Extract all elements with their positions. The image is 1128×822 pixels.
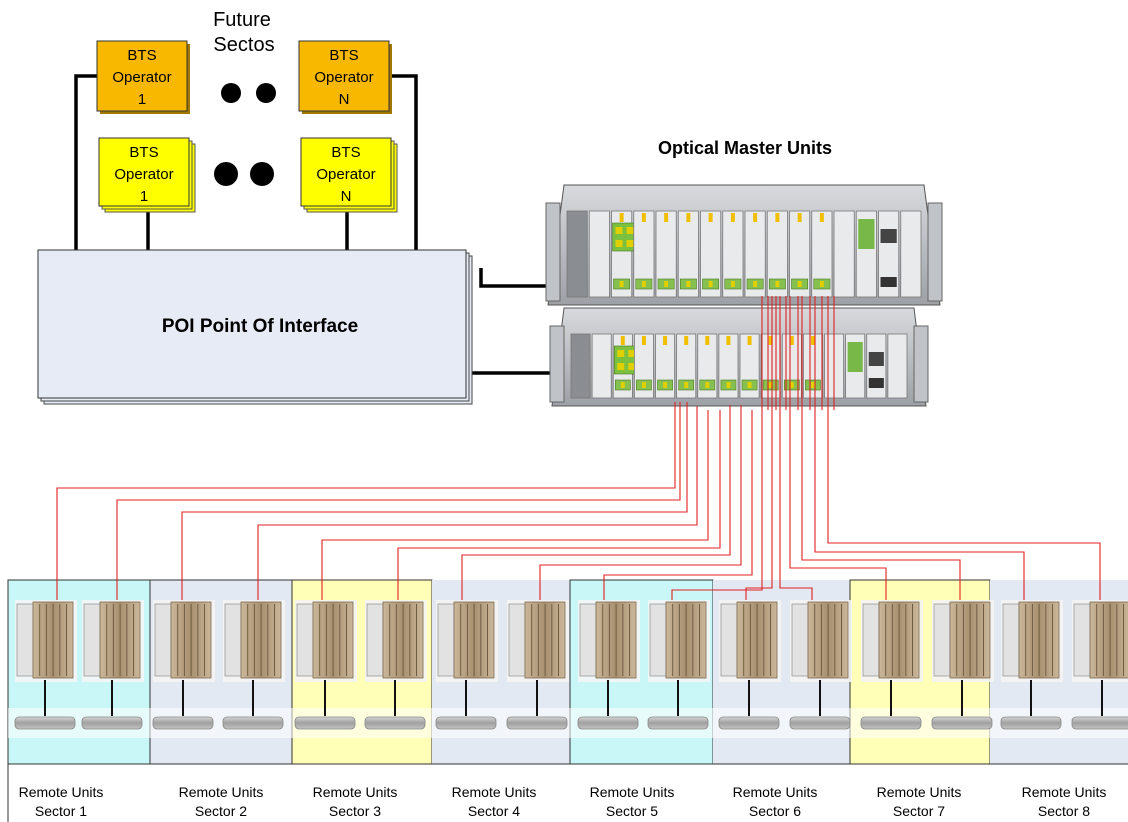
- sector-label-line2: Sector 2: [195, 803, 247, 819]
- sector-label-line1: Remote Units: [733, 784, 818, 800]
- sector-label-line1: Remote Units: [877, 784, 962, 800]
- antenna: [789, 716, 851, 730]
- sector-label-line1: Remote Units: [313, 784, 398, 800]
- remote-unit: [507, 600, 569, 716]
- bts-future-n-label: BTS Operator N: [314, 47, 373, 108]
- poi-label: POI Point Of Interface: [162, 316, 358, 337]
- fiber-line: [257, 406, 698, 600]
- bts-future-1-label: BTS Operator 1: [112, 47, 171, 108]
- svg-text:1: 1: [140, 188, 148, 205]
- fiber-line: [321, 410, 709, 600]
- remote-unit: [861, 600, 923, 716]
- antenna: [647, 716, 709, 730]
- sector-label-line1: Remote Units: [19, 784, 104, 800]
- bts-current-n-label: BTS Operator N: [316, 144, 375, 205]
- antenna: [222, 716, 284, 730]
- antenna: [506, 716, 568, 730]
- antenna: [860, 716, 922, 730]
- fiber-line: [603, 410, 753, 600]
- fiber-line: [461, 405, 731, 600]
- rack-unit-2: [549, 307, 929, 407]
- poi-box: [37, 249, 473, 405]
- sector-label-line2: Sector 1: [35, 803, 87, 819]
- fiber-line: [789, 296, 887, 600]
- fiber-line: [801, 296, 961, 600]
- svg-text:Operator: Operator: [112, 69, 171, 86]
- bts-future-n: [298, 40, 392, 114]
- bts-current-n: [300, 137, 398, 213]
- remote-unit: [436, 600, 498, 716]
- remote-unit: [578, 600, 640, 716]
- rack-unit-1: [545, 184, 943, 306]
- antenna: [1071, 716, 1128, 730]
- sector-label-panel: [7, 763, 1128, 822]
- antenna: [931, 716, 993, 730]
- sector-label-line2: Sector 5: [606, 803, 658, 819]
- future-label-line2: Sectos: [213, 34, 274, 56]
- remote-units: [14, 600, 1128, 730]
- antenna: [81, 716, 143, 730]
- remote-unit: [932, 600, 994, 716]
- bts-current-1: [98, 137, 196, 213]
- omu-title: Optical Master Units: [658, 138, 832, 158]
- ellipsis-dots: [214, 83, 276, 186]
- fiber-line: [814, 296, 1025, 600]
- svg-text:1: 1: [138, 91, 146, 108]
- svg-text:Operator: Operator: [316, 166, 375, 183]
- remote-unit: [648, 600, 710, 716]
- fiber-line: [779, 296, 813, 600]
- remote-unit: [1001, 600, 1063, 716]
- remote-unit: [153, 600, 215, 716]
- svg-text:BTS: BTS: [329, 47, 358, 64]
- remote-unit: [1072, 600, 1128, 716]
- sector-label-line1: Remote Units: [452, 784, 537, 800]
- antenna: [435, 716, 497, 730]
- fiber-line: [827, 296, 1101, 600]
- svg-text:BTS: BTS: [331, 144, 360, 161]
- sector-label-line2: Sector 4: [468, 803, 520, 819]
- remote-unit: [790, 600, 852, 716]
- fiber-line: [56, 402, 676, 600]
- remote-unit: [719, 600, 781, 716]
- remote-unit: [223, 600, 285, 716]
- svg-text:BTS: BTS: [127, 47, 156, 64]
- antenna: [294, 716, 356, 730]
- optical-master-units: [545, 184, 943, 407]
- antenna: [364, 716, 426, 730]
- fiber-line: [539, 405, 742, 600]
- sector-label-line1: Remote Units: [590, 784, 675, 800]
- svg-text:N: N: [341, 188, 352, 205]
- fiber-lines: [56, 296, 1101, 600]
- antenna: [152, 716, 214, 730]
- fiber-line: [397, 410, 721, 600]
- future-label-line1: Future: [213, 9, 271, 31]
- svg-text:Operator: Operator: [314, 69, 373, 86]
- antenna: [577, 716, 639, 730]
- remote-unit: [82, 600, 144, 716]
- svg-text:Operator: Operator: [114, 166, 173, 183]
- sector-label-line2: Sector 8: [1038, 803, 1090, 819]
- fiber-line: [181, 402, 688, 600]
- sector-label-line2: Sector 6: [749, 803, 801, 819]
- antenna: [1000, 716, 1062, 730]
- antenna: [718, 716, 780, 730]
- fiber-line: [745, 296, 773, 600]
- fiber-line: [671, 296, 763, 600]
- remote-unit: [295, 600, 357, 716]
- bts-current-1-label: BTS Operator 1: [114, 144, 173, 205]
- bts-future-1: [96, 40, 190, 114]
- antenna: [14, 716, 76, 730]
- sector-label-line2: Sector 3: [329, 803, 381, 819]
- sector-label-line1: Remote Units: [1022, 784, 1107, 800]
- remote-unit: [15, 600, 77, 716]
- fiber-line: [116, 402, 681, 600]
- sector-label-line2: Sector 7: [893, 803, 945, 819]
- svg-text:N: N: [339, 91, 350, 108]
- remote-unit: [365, 600, 427, 716]
- svg-text:BTS: BTS: [129, 144, 158, 161]
- sector-label-line1: Remote Units: [179, 784, 264, 800]
